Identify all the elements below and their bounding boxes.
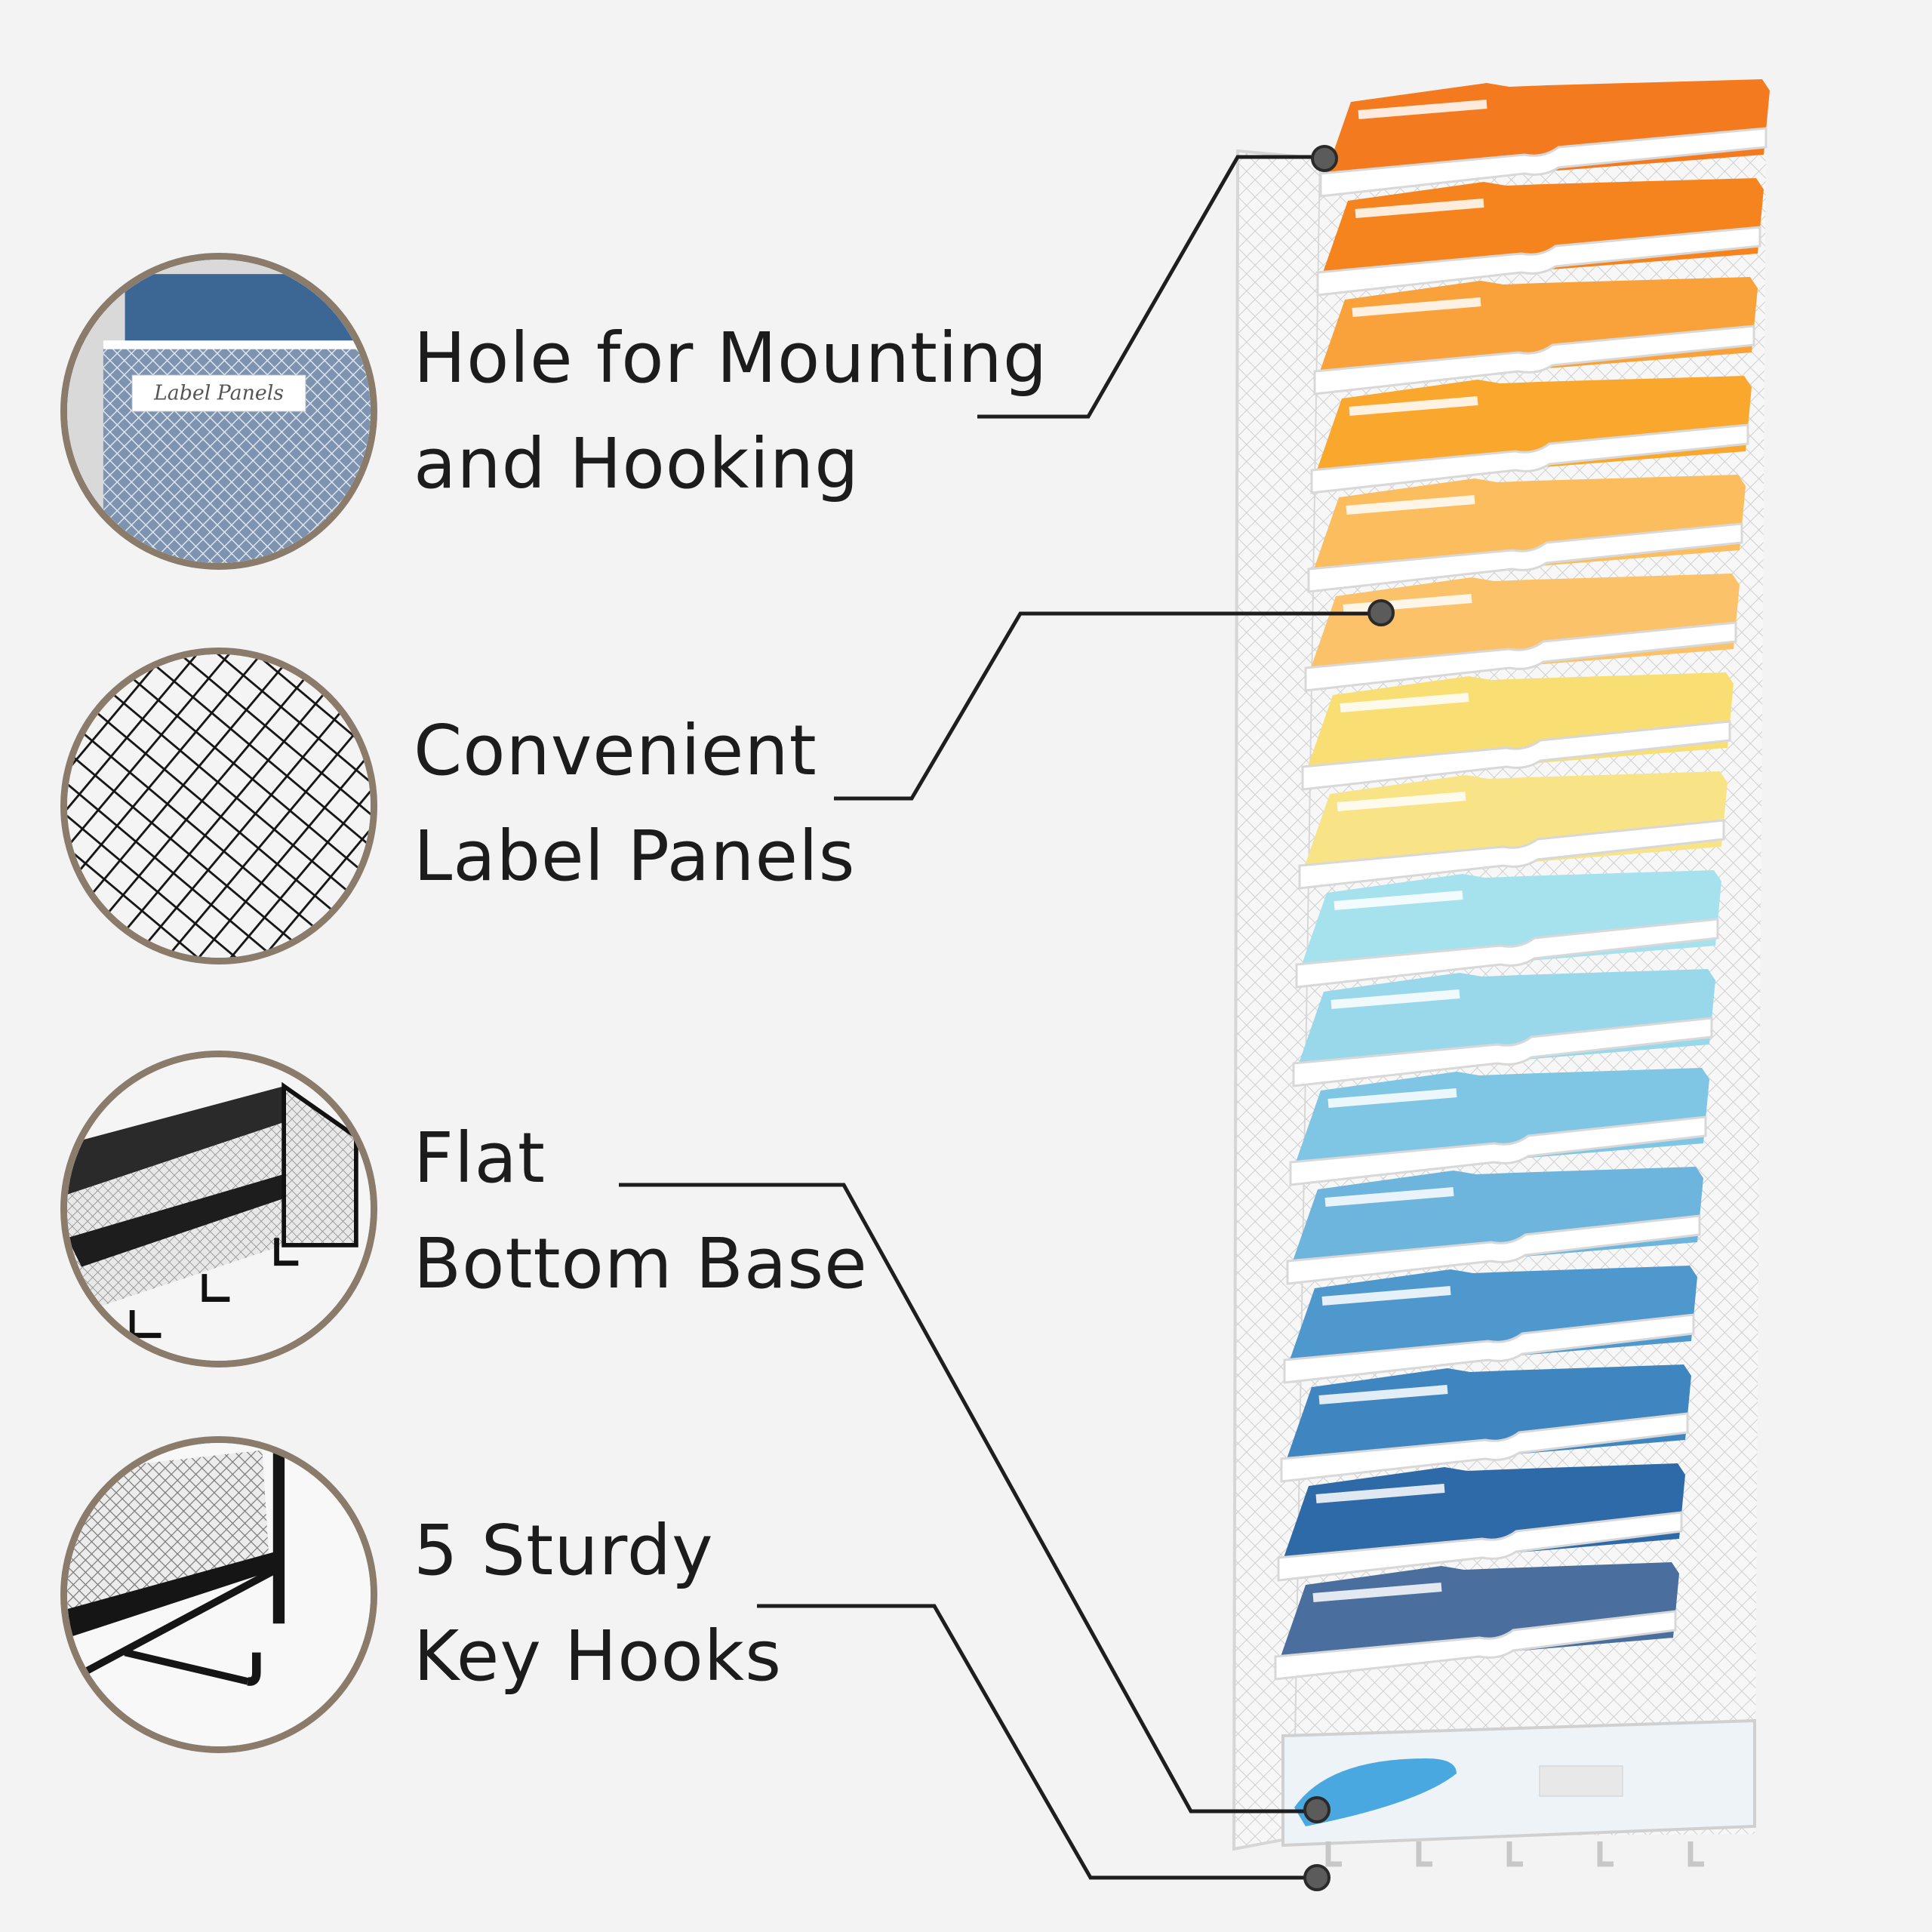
key-hook xyxy=(1597,1841,1614,1867)
tier-front-lip xyxy=(1280,1412,1689,1483)
tier-front-lip xyxy=(1298,819,1725,890)
file-tier xyxy=(1310,376,1752,494)
folder-tab-highlight xyxy=(1337,792,1466,811)
tier-front-lip xyxy=(1313,325,1755,395)
file-tier xyxy=(1289,1068,1709,1186)
label-panel-closeup-graphic: Label Panels xyxy=(67,260,371,563)
file-tier xyxy=(1304,574,1740,692)
blue-stapler xyxy=(1294,1758,1457,1826)
folder-tab-highlight xyxy=(1324,1187,1454,1207)
file-tier xyxy=(1286,1167,1703,1285)
mesh-closeup-image xyxy=(60,648,377,964)
feature-mounting-hole: Hole for Mounting and Hooking xyxy=(414,306,1048,517)
folder-tab-highlight xyxy=(1349,396,1478,416)
folder-tab-highlight xyxy=(1312,1583,1442,1602)
file-tier xyxy=(1292,969,1715,1088)
tier-front-lip xyxy=(1310,423,1749,494)
folder-tab-highlight xyxy=(1358,100,1487,119)
key-hook xyxy=(1325,1841,1342,1867)
file-tier xyxy=(1280,1364,1691,1483)
file-tier xyxy=(1316,178,1764,297)
folder-tab-highlight xyxy=(1315,1484,1445,1503)
file-tier xyxy=(1274,1562,1679,1681)
file-tiers xyxy=(1274,79,1770,1681)
file-tier xyxy=(1313,277,1758,395)
tier-front-lip xyxy=(1274,1610,1677,1681)
folder-tab-highlight xyxy=(1352,297,1481,317)
bottom-base-closeup-image xyxy=(60,1051,377,1367)
sticky-notes xyxy=(1539,1765,1623,1797)
folder-tab-highlight xyxy=(1346,495,1475,515)
tier-front-lip xyxy=(1295,918,1719,989)
tier-front-lip xyxy=(1301,720,1731,791)
tier-front-lip xyxy=(1292,1017,1713,1088)
key-hook xyxy=(1416,1841,1432,1867)
feature-label-panels-line1: Convenient xyxy=(414,710,817,791)
folder-tab-highlight xyxy=(1343,594,1472,614)
tier-front-lip xyxy=(1307,522,1743,593)
tier-front-lip xyxy=(1316,226,1761,297)
folder-tab-highlight xyxy=(1318,1385,1448,1404)
tier-front-lip xyxy=(1319,127,1767,198)
folder-tab-highlight xyxy=(1334,891,1463,910)
file-tier xyxy=(1298,771,1727,890)
feature-mounting-hole-line2: and Hooking xyxy=(414,423,860,504)
file-tier xyxy=(1283,1266,1697,1384)
feature-flat-base-line1: Flat xyxy=(414,1118,546,1198)
label-panel-closeup-image: Label Panels xyxy=(60,253,377,570)
file-tier xyxy=(1277,1463,1685,1582)
feature-mounting-hole-line1: Hole for Mounting xyxy=(414,318,1048,398)
key-hooks xyxy=(1325,1841,1704,1867)
file-tier xyxy=(1295,870,1721,989)
key-hook-closeup-image xyxy=(60,1436,377,1753)
bottom-base-closeup-graphic xyxy=(67,1057,371,1361)
label-panel-chip-text: Label Panels xyxy=(153,382,284,405)
folder-tab-highlight xyxy=(1355,198,1484,218)
file-tier xyxy=(1307,475,1746,593)
folder-tab-highlight xyxy=(1321,1286,1451,1306)
tier-front-lip xyxy=(1289,1115,1707,1186)
file-tier xyxy=(1319,79,1770,198)
file-tier xyxy=(1301,672,1734,791)
mesh-closeup-graphic xyxy=(67,654,371,958)
key-hook xyxy=(1687,1841,1704,1867)
folder-tab-highlight xyxy=(1331,989,1460,1009)
tier-front-lip xyxy=(1304,621,1737,692)
feature-label-panels-line2: Label Panels xyxy=(414,816,856,897)
feature-label-panels: Convenient Label Panels xyxy=(414,698,856,909)
key-hook-closeup-graphic xyxy=(67,1443,371,1746)
key-hook xyxy=(1506,1841,1523,1867)
tier-front-lip xyxy=(1286,1214,1701,1285)
tier-front-lip xyxy=(1277,1511,1683,1582)
tier-front-lip xyxy=(1283,1313,1695,1384)
folder-tab-highlight xyxy=(1327,1088,1457,1108)
